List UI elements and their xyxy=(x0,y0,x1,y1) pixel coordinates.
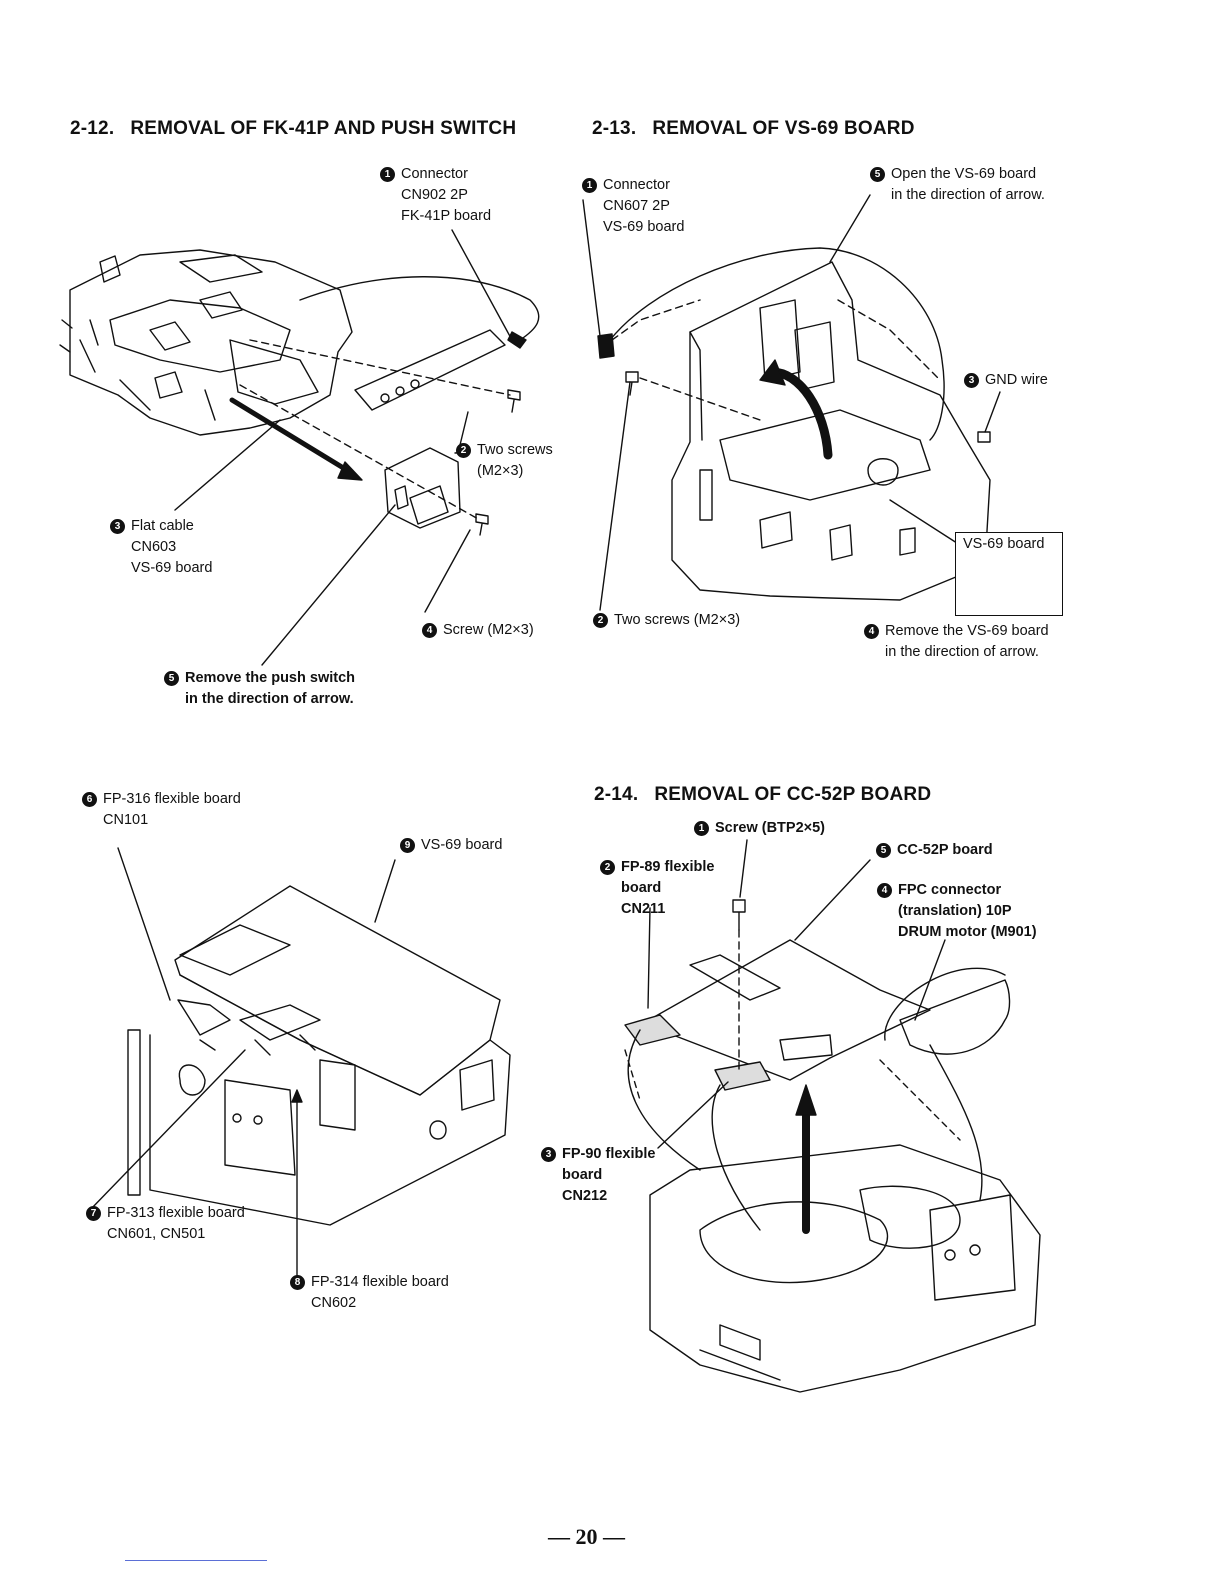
section-heading-2-12: 2-12. REMOVAL OF FK-41P AND PUSH SWITCH xyxy=(70,118,516,140)
section-title: REMOVAL OF VS-69 BOARD xyxy=(652,118,915,139)
inset-label: VS-69 board xyxy=(963,536,1045,552)
page-number: — 20 — xyxy=(548,1524,625,1549)
footer-rule xyxy=(125,1560,267,1561)
step-badge: 1 xyxy=(694,821,709,836)
section-number: 2-14. xyxy=(594,784,639,805)
step-badge: 4 xyxy=(422,623,437,638)
section-number: 2-12. xyxy=(70,118,115,139)
step-badge: 5 xyxy=(876,843,891,858)
step-badge: 7 xyxy=(86,1206,101,1221)
step-badge: 8 xyxy=(290,1275,305,1290)
step-badge: 3 xyxy=(964,373,979,388)
section-heading-2-14: 2-14. REMOVAL OF CC-52P BOARD xyxy=(594,784,931,806)
step-badge: 2 xyxy=(456,443,471,458)
step-badge: 4 xyxy=(864,624,879,639)
step-badge: 9 xyxy=(400,838,415,853)
step-badge: 2 xyxy=(600,860,615,875)
step-badge: 3 xyxy=(541,1147,556,1162)
section-title: REMOVAL OF CC-52P BOARD xyxy=(654,784,932,805)
vs69-mechanism-drawing xyxy=(582,194,1037,611)
section-title: REMOVAL OF FK-41P AND PUSH SWITCH xyxy=(130,118,517,139)
step-badge: 1 xyxy=(380,167,395,182)
section-heading-2-13: 2-13. REMOVAL OF VS-69 BOARD xyxy=(592,118,915,140)
step-badge: 2 xyxy=(593,613,608,628)
step-badge: 5 xyxy=(870,167,885,182)
step-badge: 6 xyxy=(82,792,97,807)
step-badge: 3 xyxy=(110,519,125,534)
section-number: 2-13. xyxy=(592,118,637,139)
step-badge: 1 xyxy=(582,178,597,193)
vs69-inset-box: VS-69 board xyxy=(955,532,1063,616)
step-badge: 5 xyxy=(164,671,179,686)
flexible-boards-drawing xyxy=(89,847,511,1276)
fk41p-mechanism-drawing xyxy=(59,229,540,666)
step-badge: 4 xyxy=(877,883,892,898)
cc52p-mechanism-drawing xyxy=(624,839,1041,1393)
